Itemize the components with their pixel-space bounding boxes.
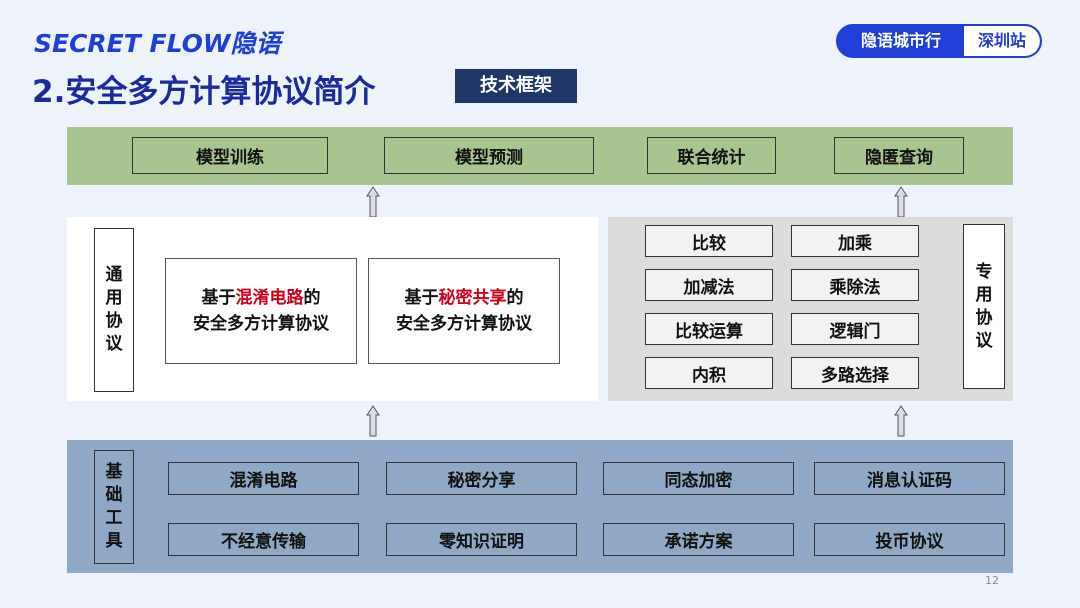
special-multiplexer: 多路选择 — [791, 357, 919, 389]
app-model-prediction: 模型预测 — [384, 137, 594, 174]
tool-zero-knowledge-proof: 零知识证明 — [386, 523, 577, 556]
tool-commitment-scheme: 承诺方案 — [603, 523, 794, 556]
app-model-training: 模型训练 — [132, 137, 328, 174]
special-comparison-op: 比较运算 — [645, 313, 773, 345]
badge-city-label: 深圳站 — [964, 26, 1040, 56]
tool-secret-sharing: 秘密分享 — [386, 462, 577, 495]
section-tag: 技术框架 — [455, 69, 577, 103]
special-add-multiply: 加乘 — [791, 225, 919, 257]
city-event-badge: 隐语城市行 深圳站 — [836, 24, 1042, 58]
special-add-subtract: 加减法 — [645, 269, 773, 301]
special-multiply-divide: 乘除法 — [791, 269, 919, 301]
app-joint-statistics: 联合统计 — [647, 137, 776, 174]
up-arrow-icon — [366, 186, 380, 218]
badge-event-label: 隐语城市行 — [860, 31, 941, 50]
tool-mac: 消息认证码 — [814, 462, 1005, 495]
general-protocol-label: 通用协议 — [94, 228, 134, 392]
secret-sharing-protocol: 基于秘密共享的 安全多方计算协议 — [368, 258, 560, 364]
special-protocol-label: 专用协议 — [963, 224, 1005, 389]
special-inner-product: 内积 — [645, 357, 773, 389]
up-arrow-icon — [894, 405, 908, 437]
special-compare: 比较 — [645, 225, 773, 257]
garbled-circuit-protocol: 基于混淆电路的 安全多方计算协议 — [165, 258, 357, 364]
tool-coin-flipping: 投币协议 — [814, 523, 1005, 556]
basic-tools-label: 基础工具 — [94, 450, 134, 564]
app-private-query: 隐匿查询 — [834, 137, 964, 174]
tool-garbled-circuit: 混淆电路 — [168, 462, 359, 495]
up-arrow-icon — [894, 186, 908, 218]
special-logic-gate: 逻辑门 — [791, 313, 919, 345]
up-arrow-icon — [366, 405, 380, 437]
brand-logo: SECRET FLOW隐语 — [34, 29, 281, 58]
tool-oblivious-transfer: 不经意传输 — [168, 523, 359, 556]
slide-title: 2.安全多方计算协议简介 — [32, 74, 376, 110]
page-number: 12 — [985, 574, 999, 587]
tool-homomorphic-encryption: 同态加密 — [603, 462, 794, 495]
